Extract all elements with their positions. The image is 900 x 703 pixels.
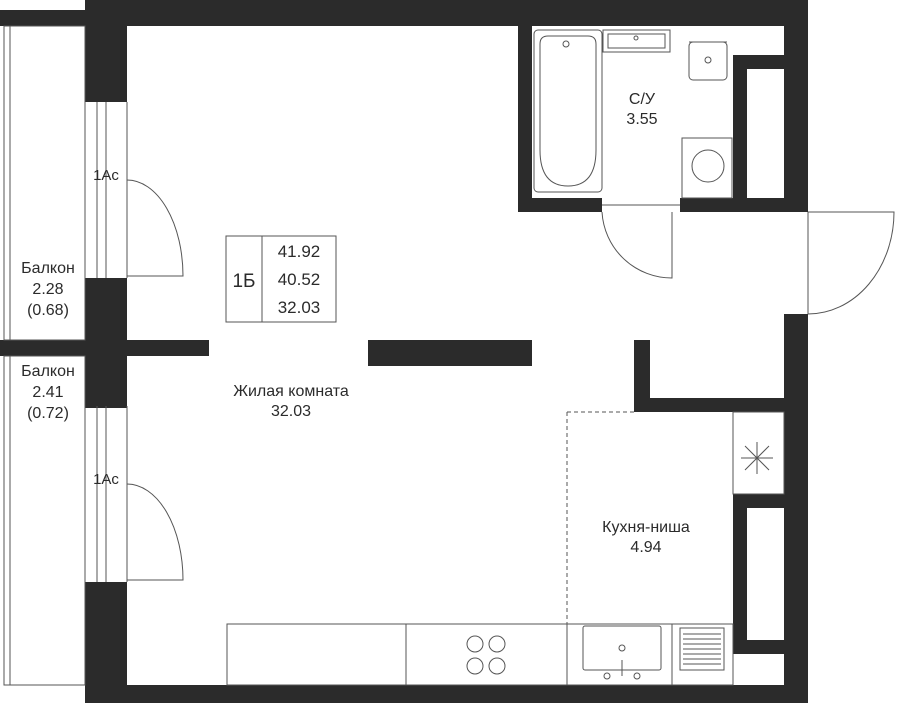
kitchen-shaft-wall-left — [733, 494, 747, 644]
balcony-upper-name: Балкон — [21, 260, 75, 277]
shafts — [732, 411, 785, 495]
balcony-door-lower — [96, 406, 184, 582]
balcony-upper-outline — [3, 25, 86, 341]
bathroom-wall-left — [518, 26, 532, 212]
bathtub — [533, 29, 603, 193]
balcony-door-upper — [96, 102, 184, 278]
washing-machine — [681, 137, 733, 199]
kitchen-fixtures — [226, 411, 734, 686]
wall-right-upper — [784, 55, 808, 212]
kitchen-name: Кухня-ниша — [602, 519, 690, 536]
hob-burner — [466, 635, 484, 653]
wall-top — [85, 0, 808, 26]
balconies-outline — [3, 25, 86, 686]
balcony-lower-area: 2.41 — [32, 384, 63, 401]
dishwasher-grill — [683, 633, 721, 665]
balcony-lower-reduced-area: (0.72) — [27, 405, 69, 422]
kitchen-area: 4.94 — [630, 539, 661, 556]
balcony-lower-outline — [3, 355, 86, 686]
kitchen-shaft-wall-bottom — [733, 640, 808, 654]
area-without-balcony: 40.52 — [278, 270, 321, 289]
corridor-wall-vertical — [634, 340, 650, 412]
corridor-wall-horizontal — [634, 398, 808, 412]
wall-top-left-stub — [0, 10, 85, 26]
shaft-wall-top — [733, 55, 808, 69]
bathroom-area: 3.55 — [626, 111, 657, 128]
bathroom-wall-bottom-left — [518, 198, 602, 212]
living-room-area: 32.03 — [271, 403, 311, 420]
wall-right-lower — [784, 314, 808, 703]
balcony-upper-reduced-area: (0.68) — [27, 302, 69, 319]
door-code-lower: 1Ac — [93, 471, 119, 488]
bathroom-name: С/У — [629, 91, 656, 108]
shaft-wall-left — [733, 55, 747, 212]
doors — [601, 204, 895, 315]
wall-left-upper — [85, 0, 127, 102]
balcony-upper-area: 2.28 — [32, 281, 63, 298]
door-code-upper: 1Ac — [93, 167, 119, 184]
spec-table — [225, 235, 337, 323]
wall-right-top — [784, 0, 808, 55]
apartment-type-code: 1Б — [232, 271, 255, 292]
sink — [602, 29, 671, 53]
living-room-name: Жилая комната — [233, 383, 349, 400]
bathroom-fixtures — [533, 29, 733, 199]
wall-bottom — [85, 685, 808, 703]
wall-left-lower — [85, 582, 127, 703]
living-area: 32.03 — [278, 298, 321, 317]
balcony-lower-name: Балкон — [21, 363, 75, 380]
balcony-divider-wall — [0, 340, 209, 356]
entrance-door — [807, 211, 895, 315]
walls — [0, 0, 808, 703]
dishwasher — [679, 627, 725, 671]
toilet — [688, 41, 728, 81]
kitchen-shaft-wall-top — [733, 494, 808, 508]
interior-wall-segment — [368, 340, 532, 366]
total-area: 41.92 — [278, 242, 321, 261]
bathroom-door — [601, 211, 673, 279]
kitchen-counter — [226, 623, 734, 686]
